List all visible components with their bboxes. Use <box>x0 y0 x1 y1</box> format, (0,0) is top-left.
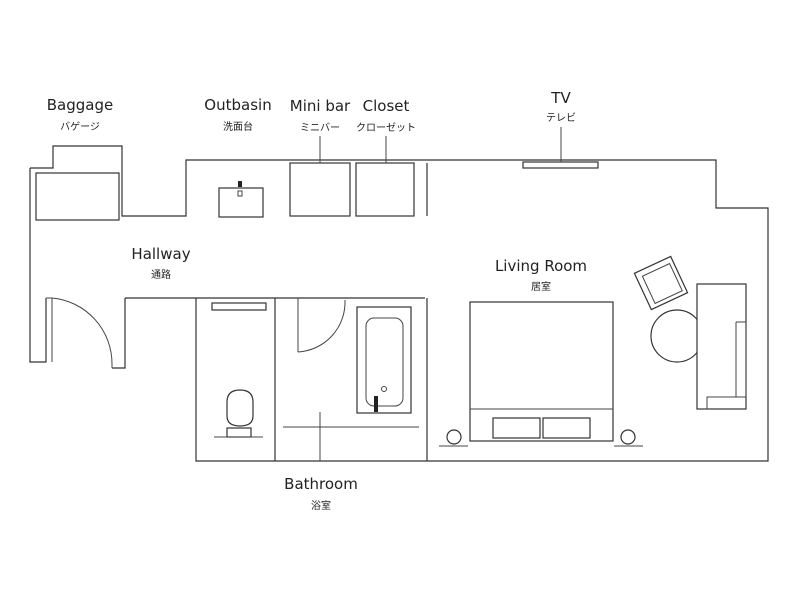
bathroom-label-en: Bathroom <box>284 475 358 493</box>
toilet-icon <box>226 389 254 438</box>
closet-unit <box>355 162 415 217</box>
minibar-unit <box>289 162 351 217</box>
tv-unit <box>522 161 599 169</box>
faucet-icon <box>238 181 242 187</box>
baggage-label-en: Baggage <box>47 96 113 114</box>
minibar-label-en: Mini bar <box>290 97 351 115</box>
bath-faucet-icon <box>374 396 378 412</box>
outbasin <box>218 181 264 218</box>
outbasin-label: Outbasin 洗面台 <box>204 96 271 133</box>
hallway-label-en: Hallway <box>131 245 190 263</box>
living-room-area <box>439 255 747 447</box>
living-room-label-jp: 居室 <box>531 280 551 293</box>
bathtub <box>356 306 412 414</box>
hallway-label-jp: 通路 <box>151 268 171 281</box>
bed <box>469 301 614 442</box>
armchair-icon <box>633 255 689 311</box>
outer-walls <box>29 145 769 462</box>
pillow-left <box>492 417 541 439</box>
entrance-door-swing <box>51 297 113 365</box>
bathroom-area <box>211 298 428 461</box>
bathroom-label-jp: 浴室 <box>311 499 331 512</box>
minibar-label-jp: ミニバー <box>300 122 340 134</box>
baggage-label-jp: バゲージ <box>60 121 100 133</box>
baggage-rack <box>35 172 120 221</box>
bathroom-shelf <box>211 302 267 311</box>
tv-label-en: TV <box>550 89 571 107</box>
closet-label-en: Closet <box>363 97 410 115</box>
living-room-label-en: Living Room <box>495 257 587 275</box>
closet-label: Closet クローゼット <box>356 97 416 134</box>
tv-label-jp: テレビ <box>546 112 576 124</box>
round-table <box>650 309 704 363</box>
drain-icon <box>381 386 387 392</box>
closet-label-jp: クローゼット <box>356 122 416 134</box>
outbasin-label-en: Outbasin <box>204 96 271 114</box>
hallway-door-jamb <box>112 298 126 369</box>
lamp-left-icon <box>446 429 462 445</box>
living-room-label: Living Room 居室 <box>495 257 587 293</box>
minibar-label: Mini bar ミニバー <box>290 97 351 134</box>
bathroom-label: Bathroom 浴室 <box>284 475 358 512</box>
bathtub-inner <box>365 317 404 407</box>
sofa <box>696 283 747 410</box>
tv-label: TV テレビ <box>546 89 576 124</box>
bathroom-door-swing <box>297 299 346 353</box>
baggage-label: Baggage バゲージ <box>47 96 113 133</box>
left-wall-lower <box>29 168 47 363</box>
outbasin-label-jp: 洗面台 <box>223 120 253 133</box>
entrance-door-panel <box>46 297 53 362</box>
lamp-right-icon <box>620 429 636 445</box>
outbasin-counter <box>218 187 264 218</box>
hallway-label: Hallway 通路 <box>131 245 190 281</box>
pillow-right <box>542 417 591 439</box>
entrance-door <box>46 297 113 368</box>
perimeter-wall <box>30 145 769 462</box>
